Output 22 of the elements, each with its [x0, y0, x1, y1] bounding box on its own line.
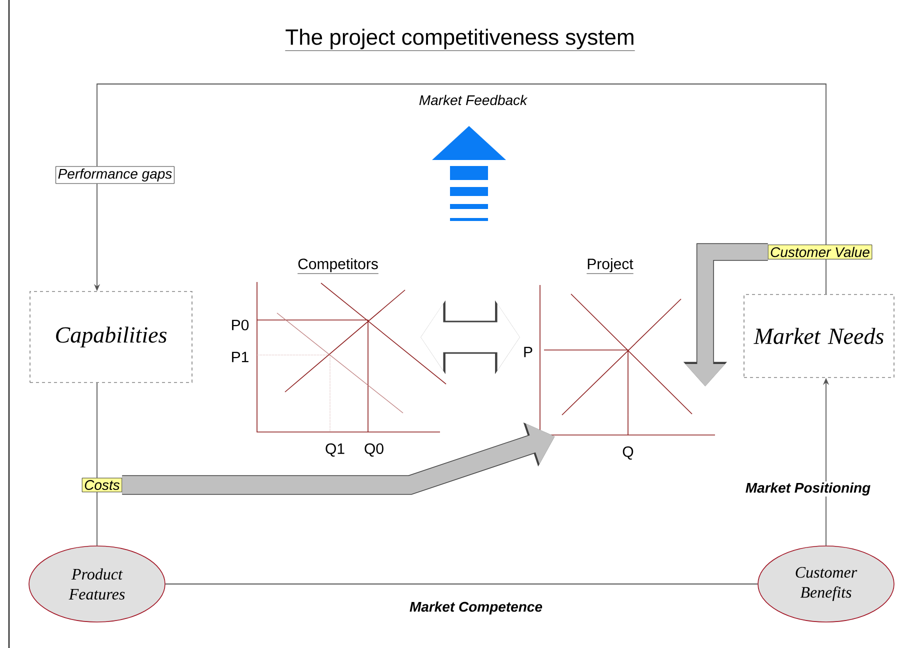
chart-heading: Competitors	[297, 258, 379, 274]
connector-line	[96, 84, 826, 246]
edge-label: Market Positioning	[744, 481, 872, 497]
title: The project competitiveness system	[284, 28, 636, 51]
chart-heading: Project	[586, 258, 634, 274]
axis-label: Q	[622, 446, 634, 460]
axis-label: P	[524, 346, 532, 358]
oval: Customer Benefits	[758, 546, 894, 622]
axis-label: P0	[232, 320, 249, 330]
performance-gaps-label: Performance gaps	[56, 166, 174, 184]
process-box: Capabilities	[30, 291, 192, 383]
oval: Product Features	[28, 546, 166, 622]
edge-label: Market Competence	[408, 600, 544, 616]
axis-label: P1	[232, 352, 248, 362]
connector-line	[96, 492, 98, 546]
connector-line	[96, 382, 98, 478]
axis-label: Q1	[326, 443, 344, 457]
process-box: Market Needs	[744, 294, 894, 378]
costs-label: Costs	[82, 478, 122, 492]
axis-label: Q0	[364, 443, 384, 457]
edge-label: Market Feedback	[418, 94, 528, 106]
customer-value-label: Customer Value	[768, 244, 872, 260]
